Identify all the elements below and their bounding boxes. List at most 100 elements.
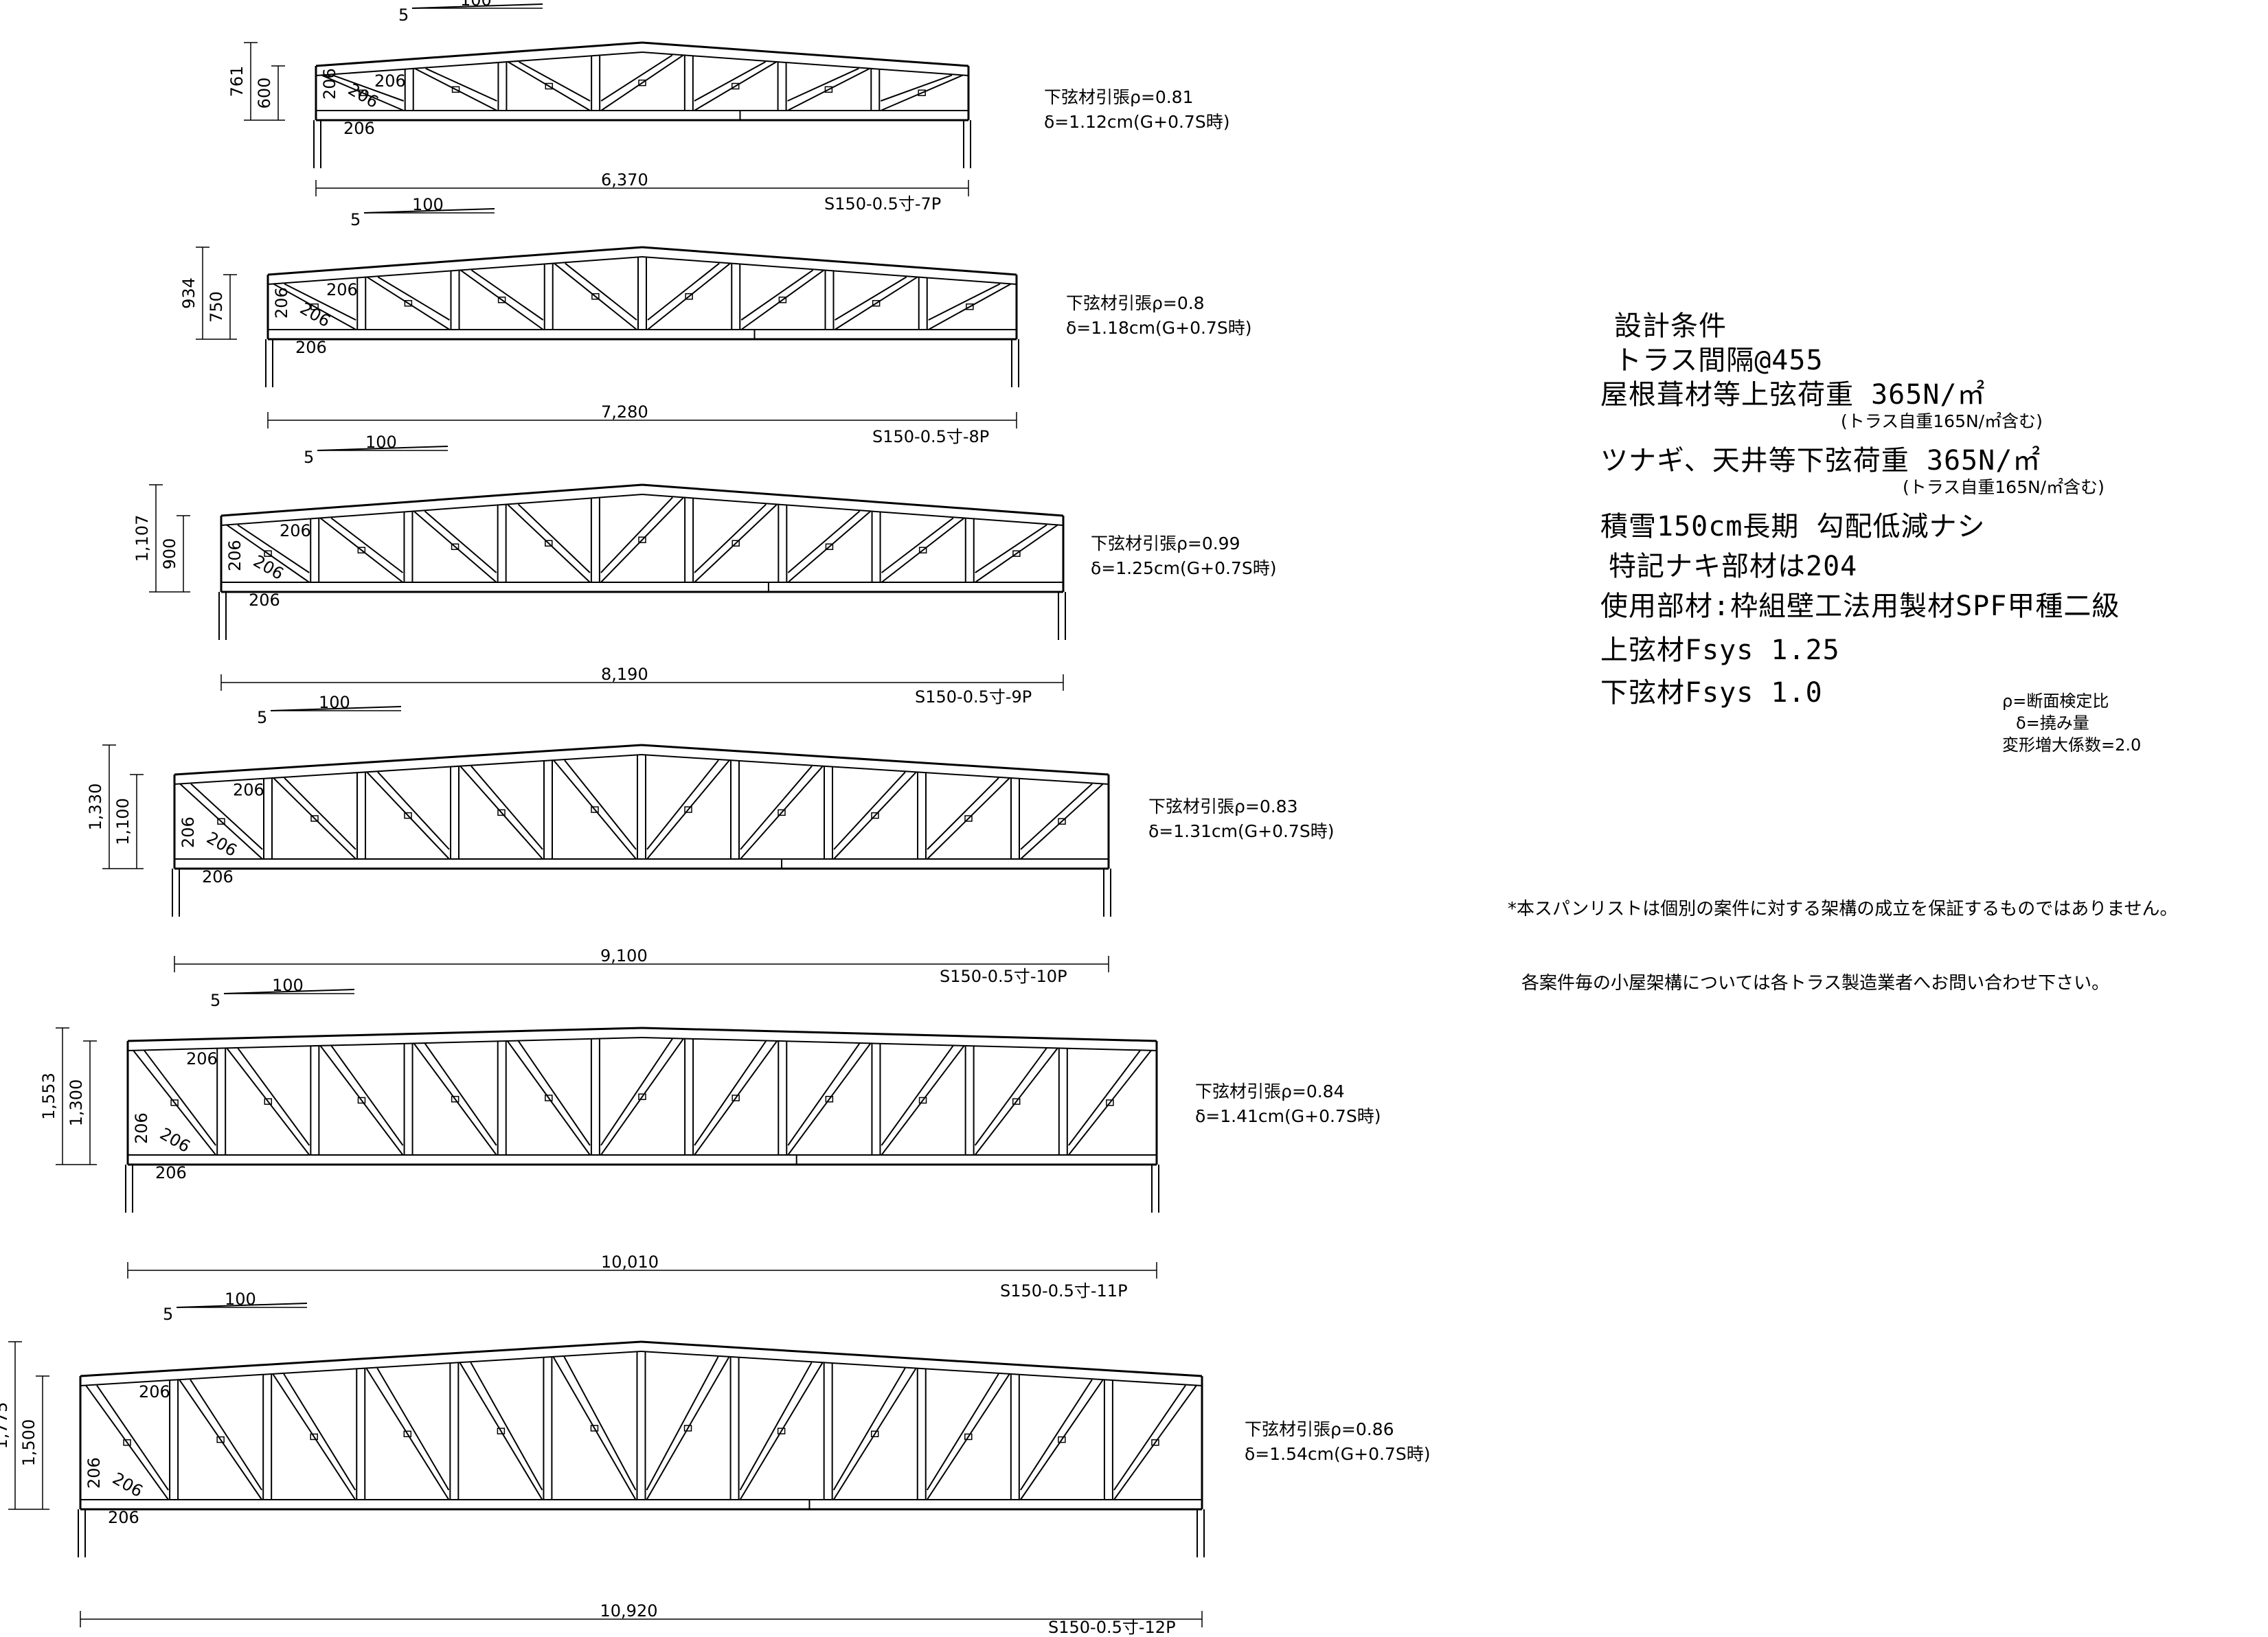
connector-plate [359,89,367,96]
web-diagonal [740,269,814,321]
bottom-chord-member-label: 206 [202,867,234,886]
connector-plate [310,815,319,822]
connector-plate [778,296,787,304]
top-chord-inner [80,1351,642,1386]
web-diagonal [881,517,954,573]
deflection-text: δ=1.54cm(G+0.7S時) [1245,1444,1430,1464]
tension-ratio-text: 下弦材引張ρ=0.99 [1091,534,1240,553]
top-chord [80,1340,642,1377]
connector-plate [170,1099,179,1106]
connector-plate [638,79,646,87]
connector-plate [590,1425,599,1432]
snow-condition: 積雪150cm長期 勾配低減ナシ [1600,511,1986,542]
connector-plate [685,293,693,300]
connector-plate [497,1428,506,1434]
connector-plate [964,815,973,822]
web-diagonal [694,503,767,573]
tension-ratio-text: 下弦材引張ρ=0.8 [1066,293,1205,313]
web-diagonal [377,771,450,850]
pitch-line [176,1303,308,1308]
bottom-chord-member-label: 206 [108,1508,139,1527]
top-chord [127,1027,643,1042]
connector-plate [264,550,272,557]
web-diagonal [832,1368,906,1491]
web-diagonal [927,777,1010,860]
web-diagonal [1020,783,1104,860]
web-diagonal [226,524,310,583]
web-diagonal [974,1047,1047,1146]
connector-plate [357,547,366,553]
tension-ratio-text: 下弦材引張ρ=0.86 [1245,1419,1394,1439]
web-diagonal [517,1040,591,1146]
web-diagonal [834,276,907,321]
connector-plate [731,82,740,90]
top-chord-member-label: 206 [186,1049,218,1068]
connector-plate [451,86,460,93]
top-chord-member-label: 206 [139,1382,170,1401]
top-chord [174,744,642,776]
web-diagonal [377,276,451,321]
connector-plate [964,1433,973,1441]
web-diagonal [833,771,906,850]
web-diagonal [563,1356,637,1491]
end-post-member-label: 206 [225,540,245,571]
connector-plate [451,1095,460,1103]
web-diagonal [1068,1050,1141,1146]
connector-plate [404,299,413,307]
web-diagonal [1020,783,1093,850]
web-diagonal [881,1045,965,1156]
connector-plate [310,1433,318,1441]
bottom-chord-member-label: 206 [249,591,280,610]
total-height-label: 761 [227,66,247,98]
top-chord [641,1340,1203,1377]
top-chord [642,246,1017,276]
web-diagonal [319,517,404,583]
pitch-line [363,208,495,214]
bottom-chord-member-label: 206 [295,338,327,357]
tension-ratio-text: 下弦材引張ρ=0.84 [1195,1081,1344,1101]
web-diagonal [600,496,684,583]
web-diagonal [787,67,859,102]
connector-plate [870,1430,879,1438]
web-diagonal [460,269,544,330]
symbol-legend: ρ=断面検定比 δ=撓み量 変形増大係数=2.0 [2002,690,2141,756]
web-diagonal [694,1040,767,1146]
web-diagonal [881,517,965,583]
tension-ratio-text: 下弦材引張ρ=0.81 [1044,87,1193,107]
connector-plate [1106,1099,1114,1106]
end-post-member-label: 206 [179,816,198,848]
upper-chord-fsys: 上弦材Fsys 1.25 [1600,634,1840,666]
top-chord-member-label: 206 [326,280,358,299]
connector-plate [638,1093,646,1101]
web-height-label: 900 [160,538,179,570]
total-height-label: 1,107 [133,515,152,562]
web-diagonal [425,67,497,102]
web-diagonal [1113,1384,1197,1500]
web-diagonal [459,1362,543,1500]
web-diagonal [974,1047,1058,1156]
disclaimer: *本スパンリストは個別の案件に対する架構の成立を保証するものではありません。 各… [1508,847,2178,1020]
web-diagonal [507,61,591,111]
span-label: 8,190 [601,665,648,684]
deflection-text: δ=1.41cm(G+0.7S時) [1195,1106,1381,1126]
top-chord-member-label: 206 [280,521,311,540]
web-diagonal [96,1384,169,1491]
web-diagonal [366,771,450,860]
connector-plate [825,543,834,550]
pitch-line [317,446,449,451]
web-diagonal [600,54,684,111]
connector-plate [777,1428,786,1434]
web-diagonal [237,524,310,573]
span-label: 10,920 [600,1601,658,1621]
web-diagonal [787,1042,861,1146]
web-diagonal [190,783,263,850]
total-height-label: 1,330 [86,783,105,831]
top-chord-inner [642,494,1064,526]
upper-load-note: (トラス自重165N/㎡含む) [1841,411,2043,431]
web-diagonal [366,276,451,330]
deflection-text: δ=1.25cm(G+0.7S時) [1091,558,1276,578]
connector-plate [872,299,881,307]
disclaimer-line-2: 各案件毎の小屋架構については各トラス製造業者へお問い合わせ下さい。 [1521,973,2110,994]
